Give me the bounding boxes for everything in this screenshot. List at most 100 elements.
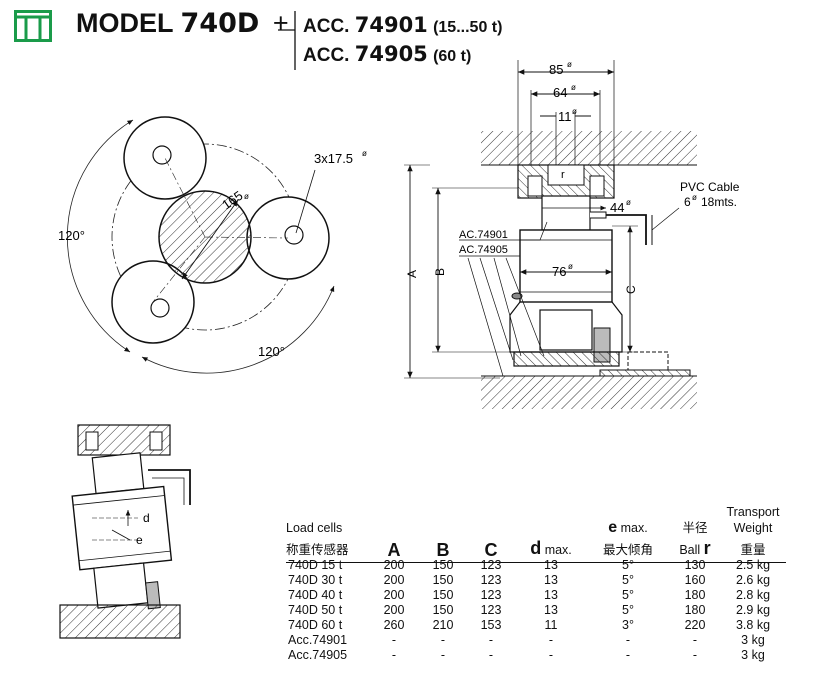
table-cell: 260 (383, 618, 405, 632)
table-cell: - (488, 648, 494, 662)
section-view: 85 ø 64 ø 11 ø r 44 ø 76 ø A B C AC.7490… (404, 60, 740, 409)
angle-label-1: 120° (58, 228, 85, 243)
table-divider (286, 562, 786, 563)
table-cell: - (692, 648, 698, 662)
dim-64: 64 (553, 85, 567, 100)
header-r-ball: Ball (679, 543, 701, 557)
table-cell: - (391, 633, 397, 647)
table-cell: 150 (432, 558, 454, 572)
table-cell: 740D 60 t (288, 618, 343, 632)
dim-76: 76 (552, 264, 566, 279)
table-cell: 3 kg (741, 633, 765, 647)
table-cell: Acc.74905 (288, 648, 348, 662)
label-A: A (405, 270, 419, 278)
svg-text:ø: ø (244, 192, 249, 201)
label-cable-2: 6 (684, 195, 691, 209)
table-cell: 2.8 kg (735, 588, 771, 602)
table-cell: 3° (622, 618, 634, 632)
table-cell: 200 (383, 573, 405, 587)
table-cell: - (692, 633, 698, 647)
model-title: MODEL 740D + (76, 8, 289, 39)
table-cell: - (440, 633, 446, 647)
table-cell: 5° (622, 588, 634, 602)
table-row: Acc.74905------3 kg (286, 648, 786, 663)
table-cell: 123 (480, 603, 502, 617)
table-cell: 130 (684, 558, 706, 572)
table-cell: 740D 40 t (288, 588, 343, 602)
svg-text:ø: ø (626, 198, 631, 207)
table-cell: 13 (544, 558, 558, 572)
table-cell: 153 (480, 618, 502, 632)
svg-text:ø: ø (571, 83, 576, 92)
brand-logo (14, 10, 52, 42)
table-cell: Acc.74901 (288, 633, 348, 647)
header-r: r (703, 538, 711, 558)
table-cell: 3.8 kg (735, 618, 771, 632)
top-view: 165 ø 3x17.5 ø 120° 120° (58, 116, 367, 374)
header-load-cells: Load cells (286, 521, 343, 535)
acc-range-1: (15...50 t) (433, 19, 503, 36)
header-b: B (436, 540, 450, 560)
table-cell: 150 (432, 603, 454, 617)
spec-table: Transport Load cells e max. 半径 Weight 称重… (286, 505, 786, 663)
label-acc-74905: AC.74905 (459, 244, 508, 256)
header-load-cells-cn: 称重传感器 (286, 543, 349, 557)
header-a: A (387, 540, 401, 560)
angle-label-2: 120° (258, 344, 285, 359)
table-cell: 200 (383, 603, 405, 617)
table-cell: 160 (684, 573, 706, 587)
table-cell: 180 (684, 588, 706, 602)
table-cell: 13 (544, 573, 558, 587)
table-cell: - (391, 648, 397, 662)
accessory-bracket (278, 11, 296, 70)
table-cell: 5° (622, 558, 634, 572)
table-cell: - (548, 648, 554, 662)
label-r: r (561, 169, 565, 181)
svg-text:ø: ø (362, 149, 367, 158)
header-e: e (608, 519, 618, 536)
label-B: B (433, 268, 447, 276)
table-cell: 180 (684, 603, 706, 617)
header-c: C (484, 540, 498, 560)
table-header-row-1: Transport (286, 505, 786, 520)
header-weight-1: Transport (726, 505, 780, 519)
tilt-view: d e (59, 424, 191, 639)
acc-range-2: (60 t) (433, 48, 472, 65)
model-number: 740D (180, 8, 260, 39)
table-cell: - (440, 648, 446, 662)
svg-text:ø: ø (567, 60, 572, 69)
label-d: d (143, 511, 150, 525)
header-weight-2: Weight (733, 521, 773, 535)
table-cell: 123 (480, 573, 502, 587)
label-e: e (136, 533, 143, 547)
table-cell: 220 (684, 618, 706, 632)
header-d-suffix: max. (544, 543, 572, 557)
label-cable-3: 18mts. (701, 195, 737, 209)
table-cell: - (625, 633, 631, 647)
dim-44: 44 (610, 200, 624, 215)
label-C: C (624, 285, 638, 294)
accessory-line-2: ACC. 74905 (60 t) (303, 42, 471, 67)
header-d: d (530, 538, 542, 558)
acc-prefix-2: ACC. (303, 45, 350, 66)
table-cell: 13 (544, 603, 558, 617)
table-header-row-3: 称重传感器 A B C d max. 最大倾角 Ball r 重量 (286, 536, 786, 560)
svg-text:ø: ø (568, 262, 573, 271)
header-e-suffix: max. (620, 521, 648, 535)
acc-number-1: 74901 (354, 13, 428, 37)
table-cell: 740D 15 t (288, 558, 343, 572)
label-cable-1: PVC Cable (680, 180, 740, 194)
table-cell: 150 (432, 588, 454, 602)
table-cell: 13 (544, 588, 558, 602)
table-cell: 200 (383, 588, 405, 602)
svg-text:ø: ø (572, 107, 577, 116)
table-cell: 123 (480, 558, 502, 572)
model-prefix: MODEL (76, 8, 174, 38)
table-cell: 740D 30 t (288, 573, 343, 587)
header-e-cn: 最大倾角 (602, 543, 653, 557)
table-cell: 123 (480, 588, 502, 602)
